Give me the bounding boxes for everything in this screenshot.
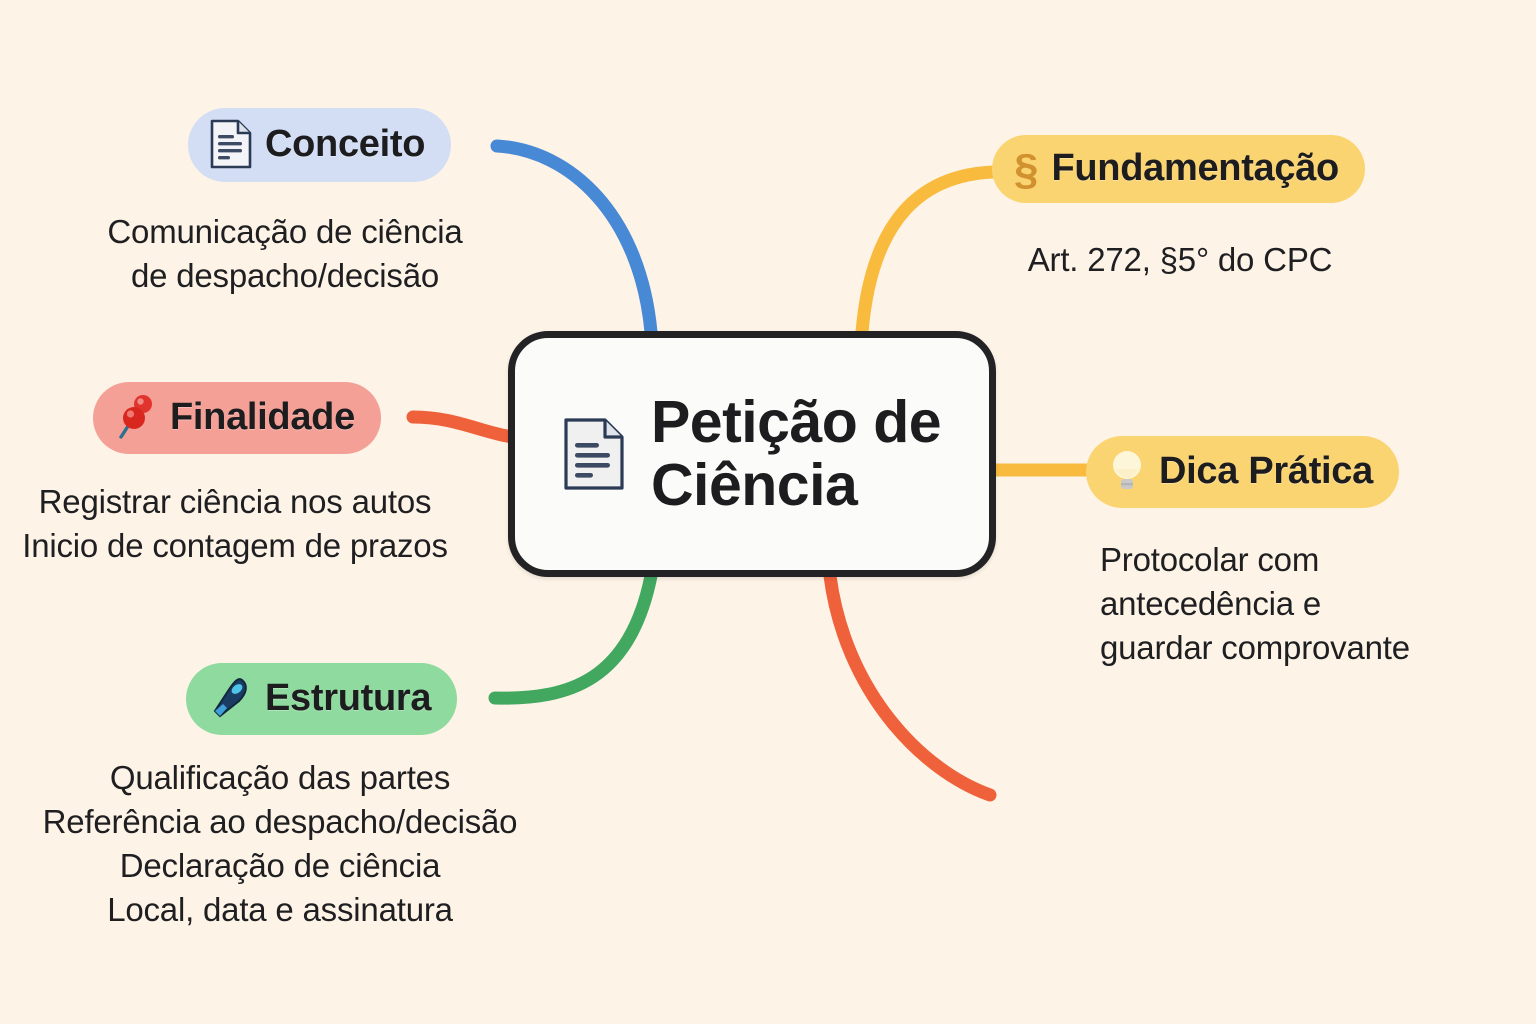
pen-icon bbox=[208, 674, 252, 722]
branch-label-finalidade: Finalidade bbox=[170, 395, 355, 438]
child-item: de despacho/decisão bbox=[130, 256, 440, 294]
pushpin-icon bbox=[115, 393, 157, 441]
edge-finalidade bbox=[406, 410, 519, 444]
branch-children-fundamentacao: Art. 272, §5° do CPC bbox=[960, 238, 1400, 282]
child-item: Qualificação das partes bbox=[109, 759, 451, 796]
child-item: Declaração de ciência bbox=[119, 846, 441, 884]
child-item: Comunicação de ciência bbox=[107, 213, 463, 250]
document-icon bbox=[563, 417, 625, 491]
center-node[interactable]: Petição de Ciência bbox=[508, 331, 996, 577]
center-title: Petição de Ciência bbox=[650, 388, 942, 518]
branch-label-dica-pratica: Dica Prática bbox=[1159, 449, 1373, 492]
branch-children-dica-pratica: Protocolar com antecedência e guardar co… bbox=[1100, 538, 1530, 670]
branch-pill-conceito[interactable]: Conceito bbox=[188, 108, 452, 182]
branch-pill-fundamentacao[interactable]: § Fundamentação bbox=[992, 135, 1365, 203]
branch-children-finalidade: Registrar ciência nos autos Inicio de co… bbox=[0, 480, 480, 568]
branch-label-fundamentacao: Fundamentação bbox=[1051, 146, 1339, 189]
child-item: Local, data e assinatura bbox=[107, 890, 453, 928]
branch-label-estrutura: Estrutura bbox=[265, 676, 432, 719]
branch-children-estrutura: Qualificação das partes Referência ao de… bbox=[0, 756, 570, 932]
child-item: Inicio de contagem de prazos bbox=[22, 526, 448, 564]
child-item: Protocolar com bbox=[1100, 541, 1320, 578]
child-item: guardar comprovante bbox=[1100, 628, 1410, 666]
branch-label-conceito: Conceito bbox=[265, 122, 426, 165]
child-item: antecedência e bbox=[1100, 584, 1322, 622]
child-item: Registrar ciência nos autos bbox=[38, 483, 432, 520]
edge-trailing bbox=[823, 569, 997, 802]
child-item: Art. 272, §5° do CPC bbox=[1027, 241, 1333, 278]
section-sign-icon: § bbox=[1014, 145, 1039, 194]
branch-pill-estrutura[interactable]: Estrutura bbox=[186, 663, 458, 735]
edge-estrutura bbox=[488, 569, 658, 705]
branch-pill-dica-pratica[interactable]: Dica Prática bbox=[1086, 436, 1399, 508]
branch-pill-finalidade[interactable]: Finalidade bbox=[93, 382, 381, 454]
child-item: Referência ao despacho/decisão bbox=[42, 802, 518, 840]
edge-conceito bbox=[490, 139, 658, 339]
lightbulb-icon bbox=[1108, 447, 1146, 495]
document-icon bbox=[210, 119, 252, 169]
branch-children-conceito: Comunicação de ciência de despacho/decis… bbox=[60, 210, 510, 298]
